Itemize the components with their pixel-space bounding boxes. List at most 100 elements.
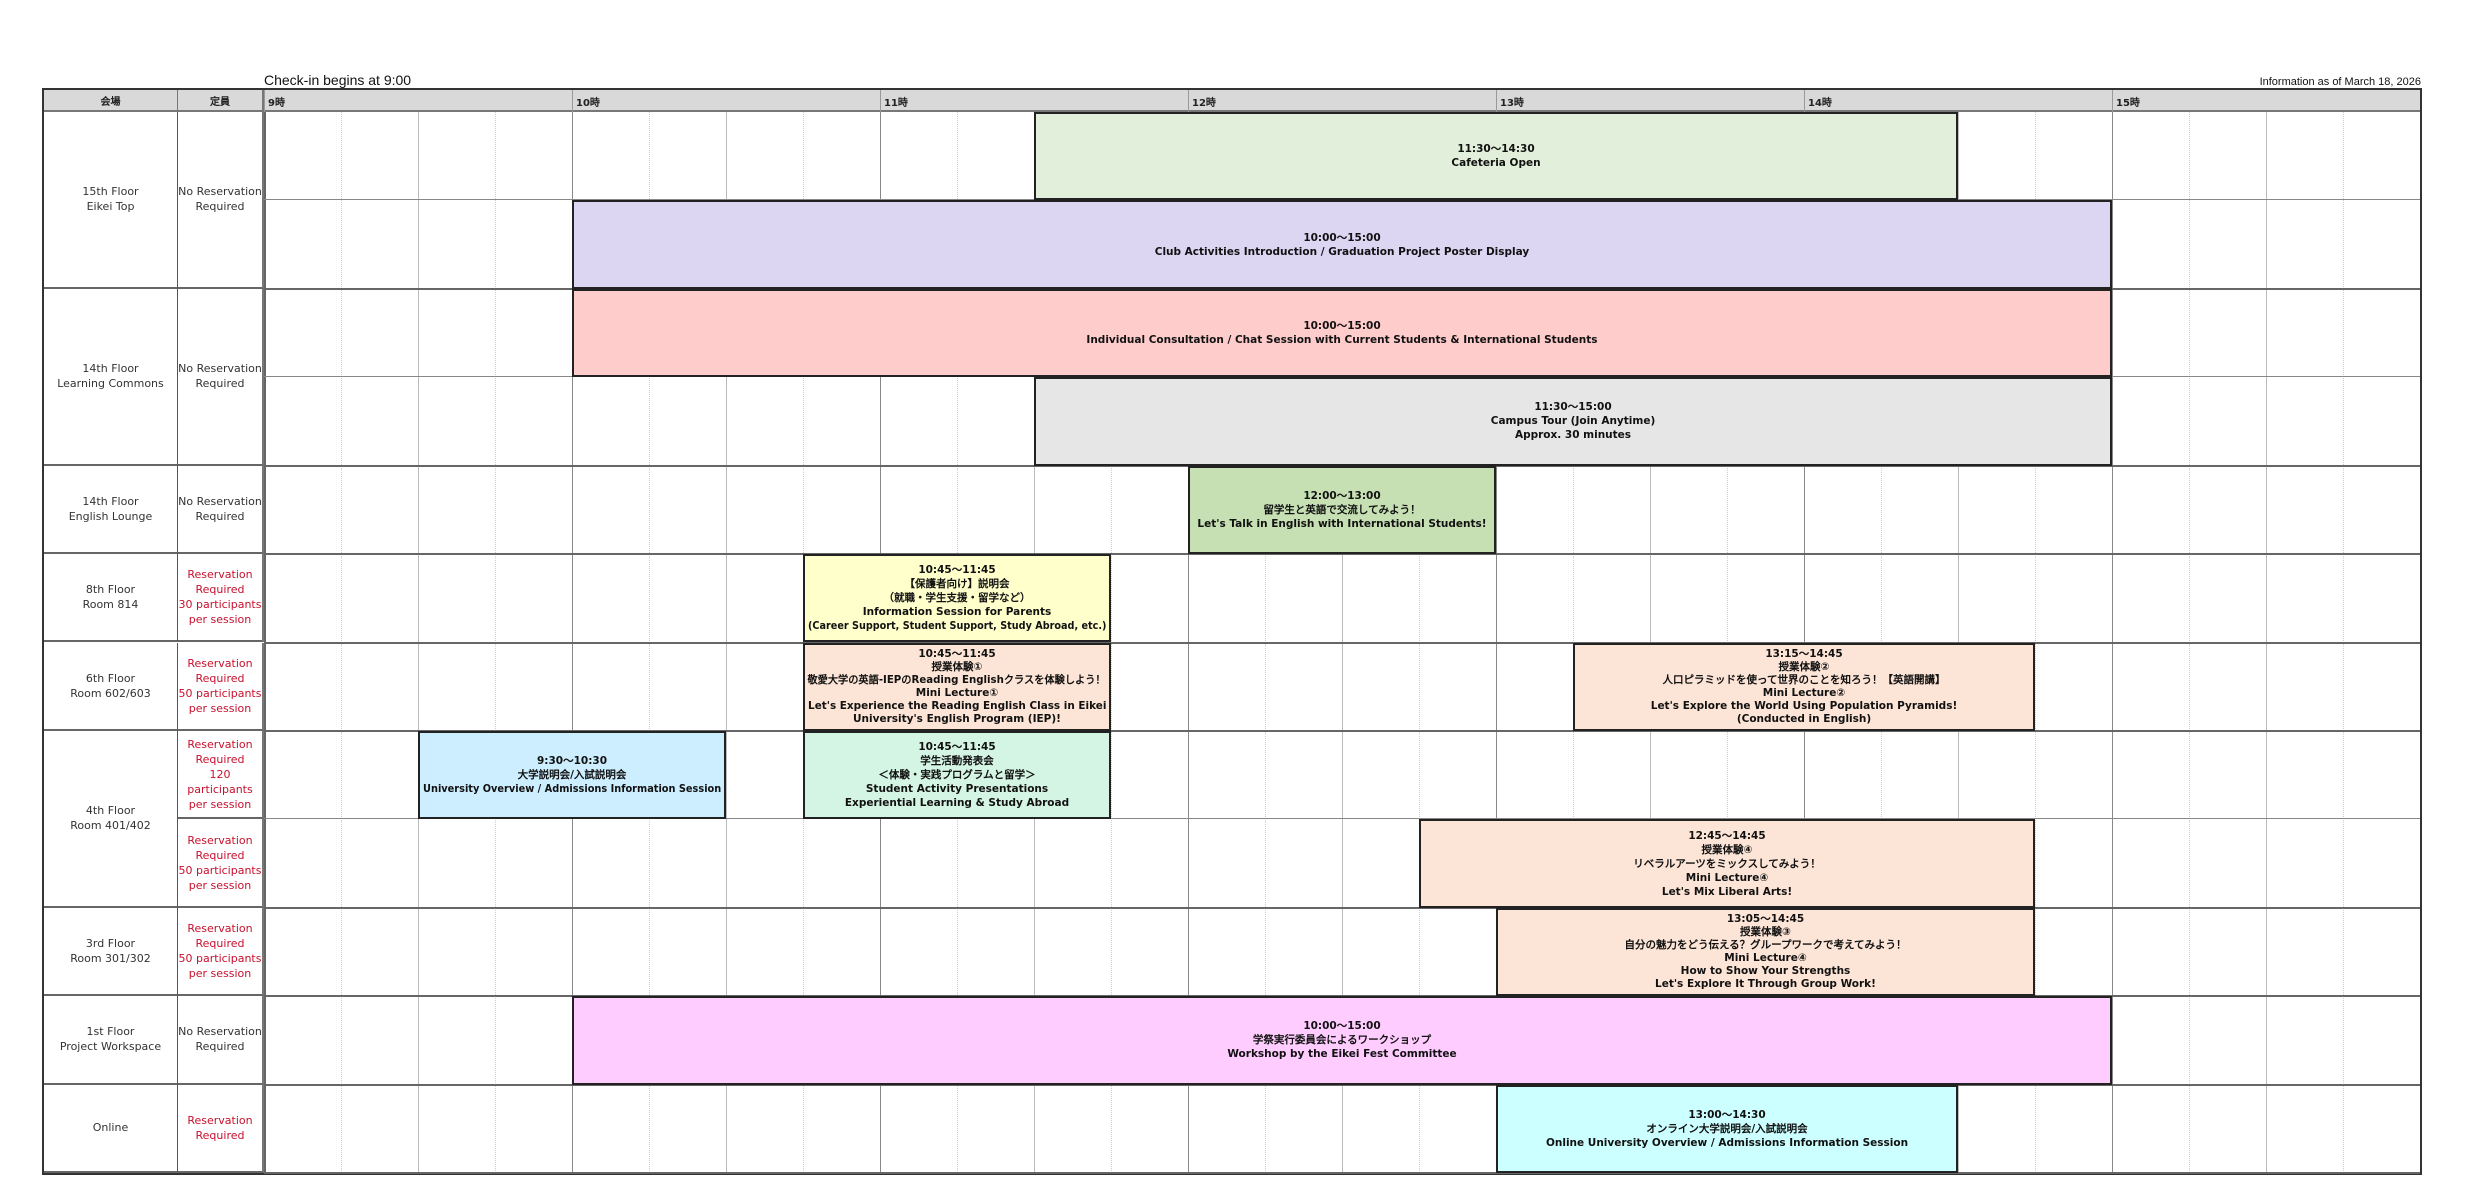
- venue-name-line: 6th Floor: [85, 671, 136, 685]
- venue-name-line: Room 401/402: [70, 819, 151, 833]
- event-title-line: Mini Lecture④: [1685, 871, 1769, 884]
- event-title-line: Let's Explore the World Using Population…: [1650, 699, 1958, 712]
- row-divider: [264, 818, 2420, 820]
- event-title-line: Let's Mix Liberal Arts!: [1661, 885, 1793, 898]
- event-title-line: University Overview / Admissions Informa…: [422, 783, 722, 796]
- capacity-line: Reservation: [187, 1113, 253, 1127]
- hour-label: 14時: [1804, 90, 2112, 112]
- capacity-line: 50 participants: [178, 686, 262, 700]
- event-time: 10:45～11:45: [918, 564, 996, 577]
- event-title-line: Workshop by the Eikei Fest Committee: [1227, 1048, 1457, 1061]
- venue-name-line: 1st Floor: [86, 1025, 135, 1039]
- event-time: 13:00～14:30: [1688, 1108, 1766, 1121]
- event-title-line: Let's Experience the Reading English Cla…: [807, 699, 1107, 712]
- capacity-line: Reservation: [187, 921, 253, 935]
- event-title-line: Club Activities Introduction / Graduatio…: [1154, 245, 1530, 258]
- event-title-line: 授業体験②: [1778, 660, 1830, 673]
- hour-label: 10時: [572, 90, 880, 112]
- event-title-line: Mini Lecture④: [1724, 951, 1807, 964]
- row-divider: [264, 641, 2420, 644]
- event-title-line: Experiential Learning & Study Abroad: [844, 797, 1070, 810]
- event-title-line: ＜体験・実践プログラムと留学＞: [878, 769, 1036, 782]
- event-title-line: 自分の魅力をどう伝える？グループワークで考えてみよう！: [1624, 938, 1907, 951]
- capacity-line: per session: [188, 797, 252, 811]
- event-title-line: オンライン大学説明会/入試説明会: [1646, 1122, 1808, 1135]
- event-title-line: 敬愛大学の英語-IEPのReading Englishクラスを体験しよう！: [807, 673, 1107, 686]
- event-title-line: Student Activity Presentations: [865, 783, 1049, 796]
- venue-name-line: Room 301/302: [70, 951, 151, 965]
- checkin-note: Check-in begins at 9:00: [264, 72, 412, 88]
- venue-name-line: 14th Floor: [82, 362, 139, 376]
- venue-name-line: Eikei Top: [86, 200, 135, 214]
- event-title-line: Online University Overview / Admissions …: [1545, 1136, 1909, 1149]
- event-time: 11:30～15:00: [1534, 401, 1612, 414]
- capacity-line: 50 participants: [178, 863, 262, 877]
- event-title-line: 学生活動発表会: [920, 755, 994, 768]
- venue-name-line: Online: [92, 1121, 129, 1135]
- hour-label: 15時: [2112, 90, 2420, 112]
- event-title-line: Mini Lecture②: [1762, 686, 1846, 699]
- capacity-line: Required: [195, 848, 245, 862]
- venue-name-line: 14th Floor: [82, 494, 139, 508]
- venue-header: 会場: [44, 90, 178, 112]
- venue-cell: Online: [44, 1084, 178, 1173]
- event-time: 10:00～15:00: [1303, 231, 1381, 244]
- event-title-line: 留学生と英語で交流してみよう！: [1263, 503, 1421, 516]
- capacity-line: No Reservation: [178, 185, 262, 199]
- row-divider: [264, 1083, 2420, 1086]
- event-title-line: Information Session for Parents: [862, 606, 1052, 619]
- event-title-line: Approx. 30 minutes: [1514, 429, 1632, 442]
- venue-name-line: Room 602/603: [70, 686, 151, 700]
- event-title-line: 授業体験③: [1740, 925, 1791, 938]
- event-title-line: 【保護者向け】説明会: [904, 578, 1010, 591]
- capacity-line: per session: [188, 878, 252, 892]
- hour-label: 12時: [1188, 90, 1496, 112]
- capacity-line: No Reservation: [178, 362, 262, 376]
- venue-name-line: Project Workspace: [59, 1040, 162, 1054]
- event-time: 10:45～11:45: [918, 647, 996, 660]
- event-title-line: How to Show Your Strengths: [1680, 964, 1851, 977]
- capacity-line: No Reservation: [178, 494, 262, 508]
- row-divider: [264, 553, 2420, 556]
- event-time: 13:05～14:45: [1726, 912, 1805, 925]
- event-time: 12:00～13:00: [1303, 489, 1381, 502]
- capacity-line: No Reservation: [178, 1025, 262, 1039]
- event-title-line: Campus Tour (Join Anytime): [1490, 415, 1656, 428]
- event-time: 13:15～14:45: [1765, 647, 1843, 660]
- capacity-line: 50 participants: [178, 951, 262, 965]
- event-title-line: Mini Lecture①: [915, 686, 999, 699]
- event-time: 12:45～14:45: [1688, 829, 1766, 842]
- capacity-line: Reservation: [187, 833, 253, 847]
- row-divider: [264, 1172, 2420, 1174]
- capacity-line: Required: [195, 1128, 245, 1142]
- event-block[interactable]: 10:45～11:45【保護者向け】説明会（就職・学生支援・留学など）Infor…: [803, 554, 1111, 643]
- capacity-line: Required: [195, 1040, 245, 1054]
- event-title-line: 大学説明会/入試説明会: [517, 769, 627, 782]
- event-time: 11:30～14:30: [1457, 143, 1535, 156]
- event-time: 10:00～15:00: [1303, 1020, 1381, 1033]
